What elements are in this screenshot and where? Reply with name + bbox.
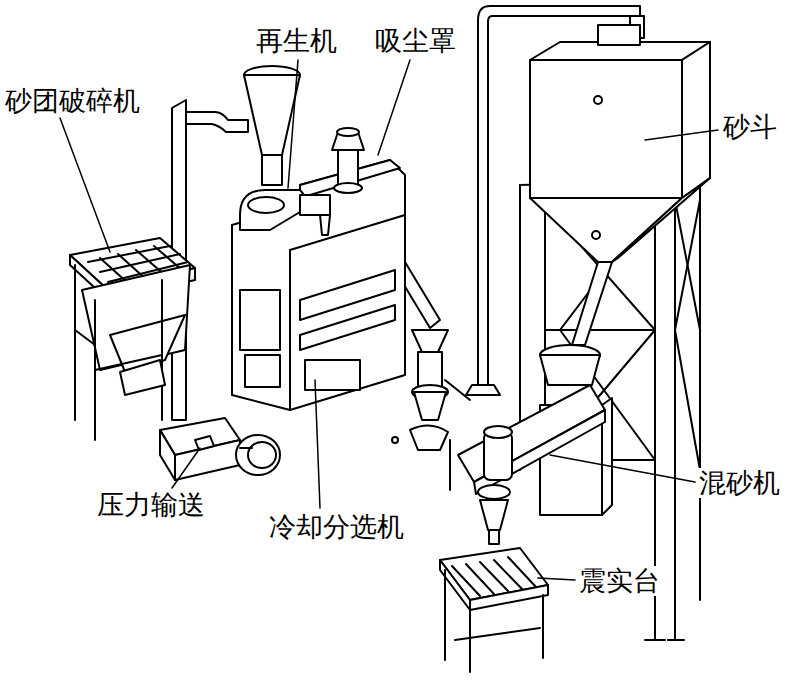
pressure-conveyor bbox=[160, 418, 280, 480]
part-label: 再生机 bbox=[255, 26, 338, 56]
sand-hopper bbox=[530, 25, 710, 345]
leader-lines bbox=[60, 60, 718, 580]
part-label: 压力输送 bbox=[96, 490, 206, 520]
part-label: 砂斗 bbox=[722, 112, 778, 142]
regenerator bbox=[240, 66, 330, 235]
part-label: 冷却分选机 bbox=[268, 512, 405, 542]
dust-hood bbox=[332, 128, 364, 193]
cooler-separator bbox=[232, 160, 405, 410]
part-label: 混砂机 bbox=[698, 468, 781, 498]
part-label: 吸尘罩 bbox=[374, 26, 457, 56]
lump-crusher bbox=[70, 238, 195, 440]
jolting-table bbox=[440, 548, 548, 672]
part-label: 砂团破碎机 bbox=[4, 86, 141, 116]
sand-mixer bbox=[458, 345, 612, 544]
part-label: 震实台 bbox=[578, 566, 661, 596]
